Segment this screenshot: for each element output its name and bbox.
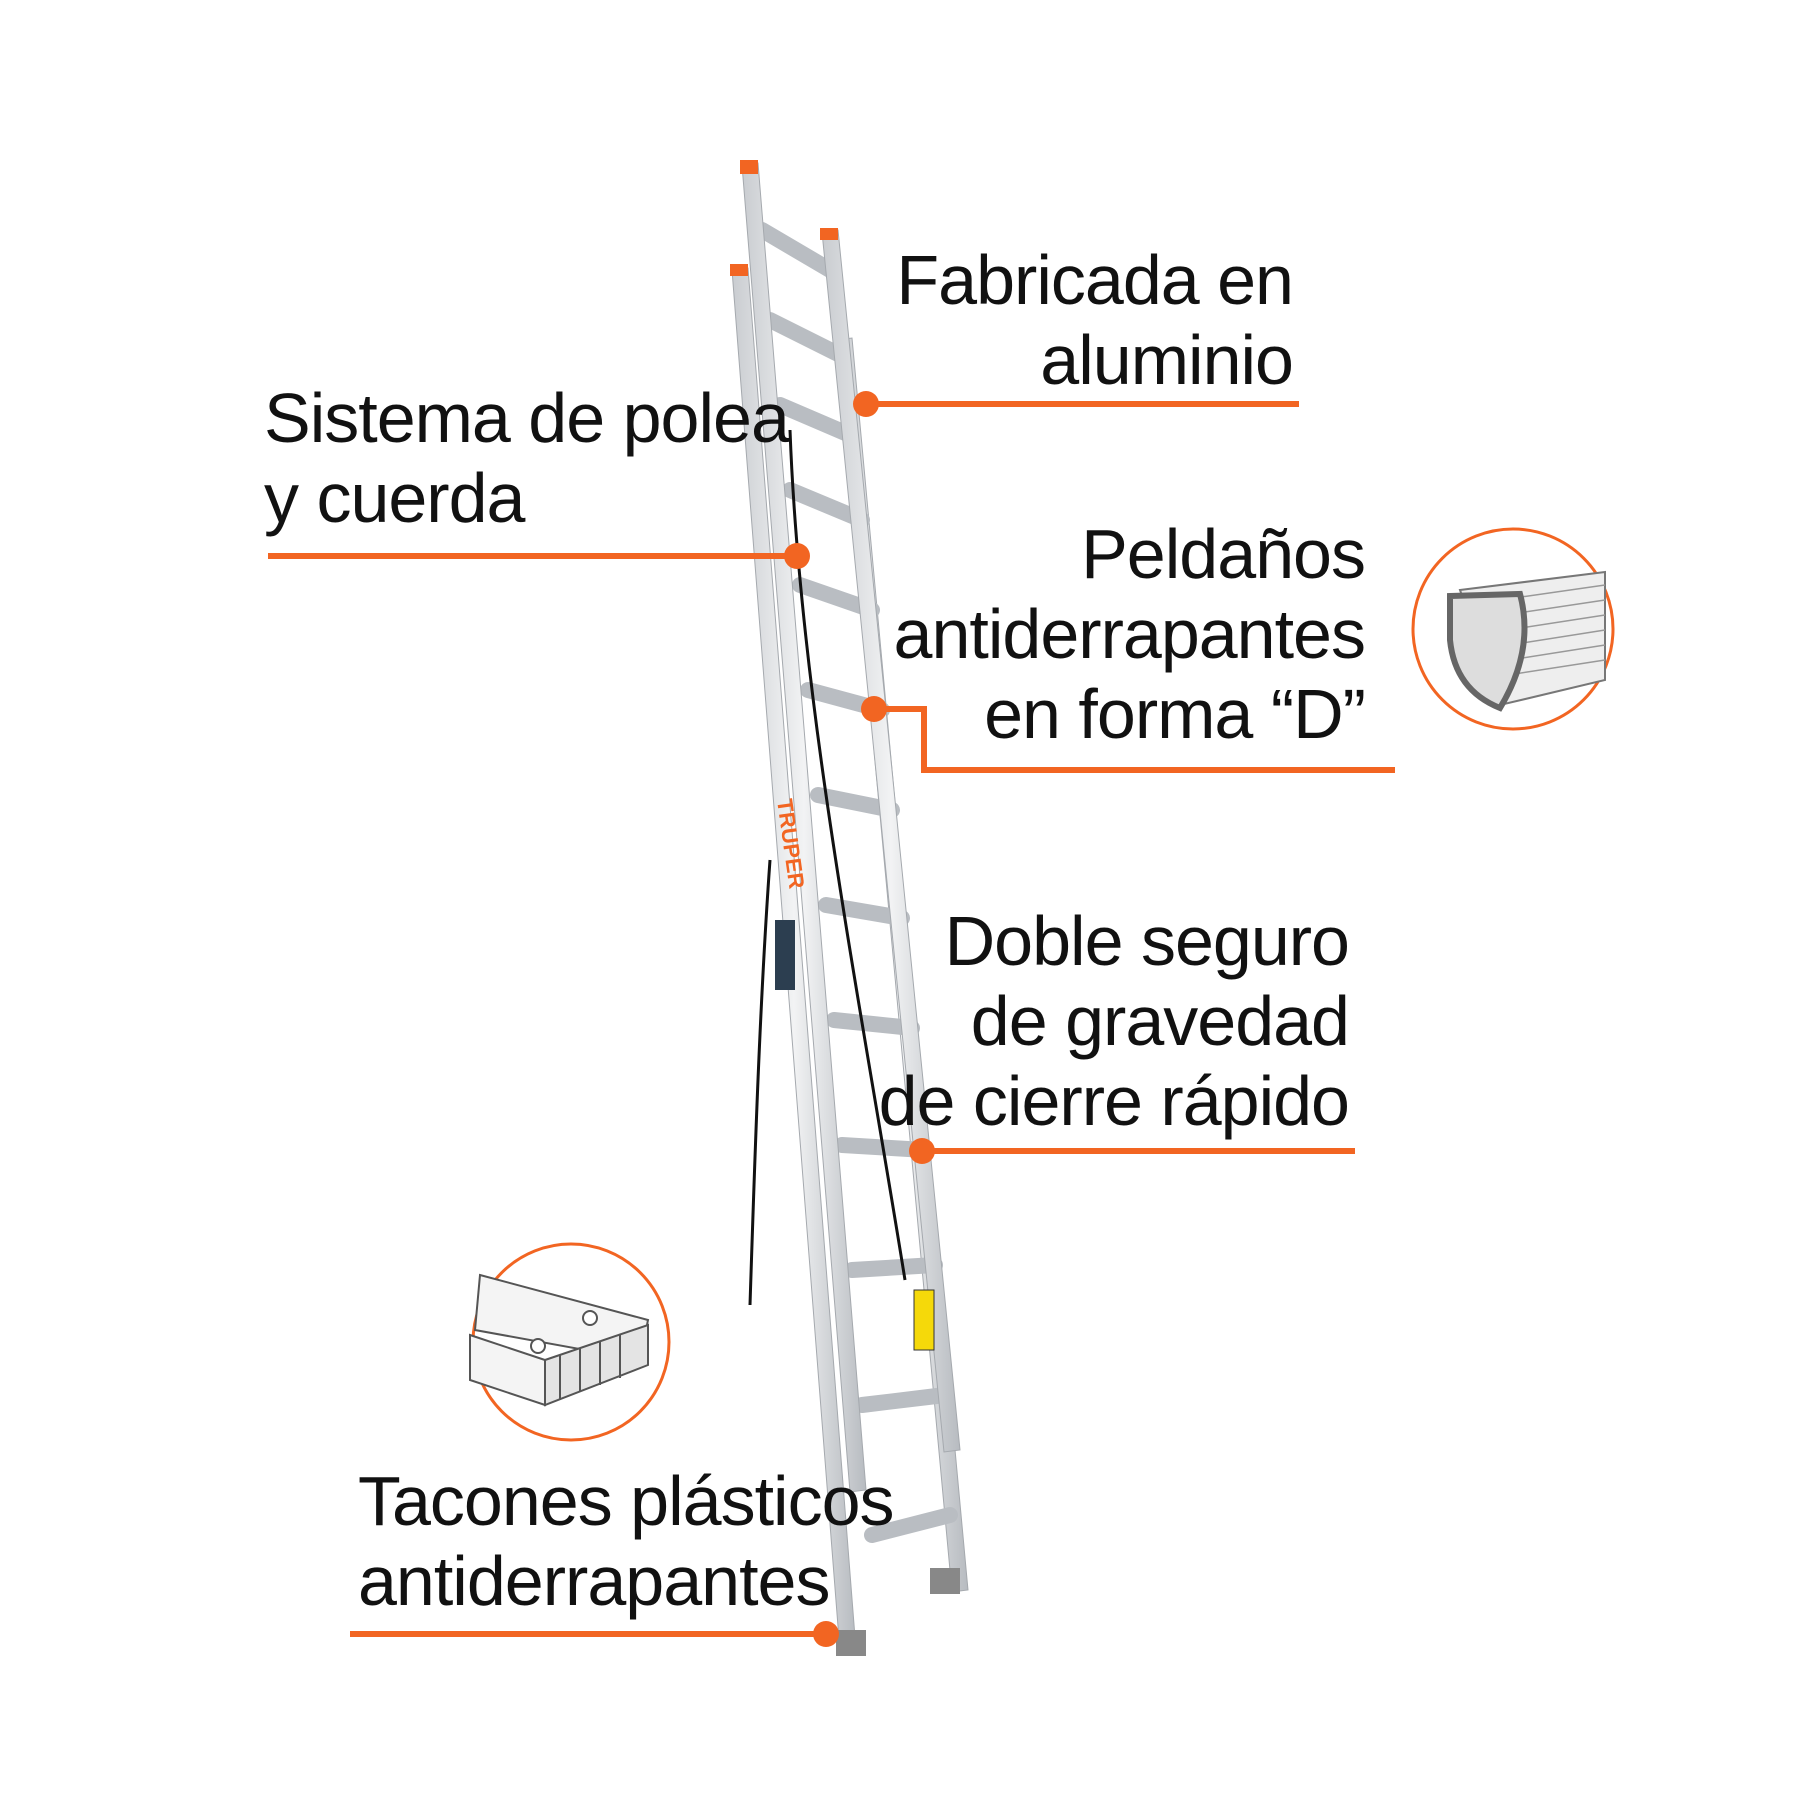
callout-lines bbox=[268, 401, 1395, 1637]
feature-text: Fabricada en bbox=[896, 241, 1294, 319]
feature-text: de gravedad bbox=[970, 982, 1350, 1060]
feature-text: antiderrapantes bbox=[893, 595, 1366, 673]
spec-label bbox=[775, 920, 795, 990]
feature-seguro: Doble seguro de gravedad de cierre rápid… bbox=[878, 901, 1350, 1141]
callout-dots bbox=[784, 391, 935, 1647]
feature-text: en forma “D” bbox=[984, 675, 1366, 753]
feature-text: aluminio bbox=[1040, 321, 1294, 399]
feature-aluminio: Fabricada en aluminio bbox=[896, 240, 1294, 400]
feature-text: Doble seguro bbox=[944, 902, 1350, 980]
warning-label bbox=[913, 1289, 935, 1351]
feature-text: antiderrapantes bbox=[358, 1542, 830, 1620]
feature-text: y cuerda bbox=[264, 459, 525, 537]
rope-loose-end bbox=[748, 859, 772, 1306]
feature-peldanos: Peldaños antiderrapantes en forma “D” bbox=[893, 514, 1366, 754]
plastic-foot-detail-icon bbox=[469, 1242, 671, 1442]
feature-polea: Sistema de polea y cuerda bbox=[264, 378, 790, 538]
plastic-foot bbox=[836, 1630, 866, 1656]
feature-text: de cierre rápido bbox=[878, 1062, 1350, 1140]
rail-cap bbox=[740, 160, 758, 174]
plastic-foot bbox=[930, 1568, 960, 1594]
d-rung-detail-icon bbox=[1411, 527, 1615, 731]
feature-text: Tacones plásticos bbox=[358, 1462, 895, 1540]
rail-cap bbox=[820, 228, 838, 240]
feature-text: Peldaños bbox=[1081, 515, 1366, 593]
rail-cap bbox=[730, 264, 748, 276]
feature-tacones: Tacones plásticos antiderrapantes bbox=[358, 1461, 895, 1621]
feature-text: Sistema de polea bbox=[264, 379, 790, 457]
